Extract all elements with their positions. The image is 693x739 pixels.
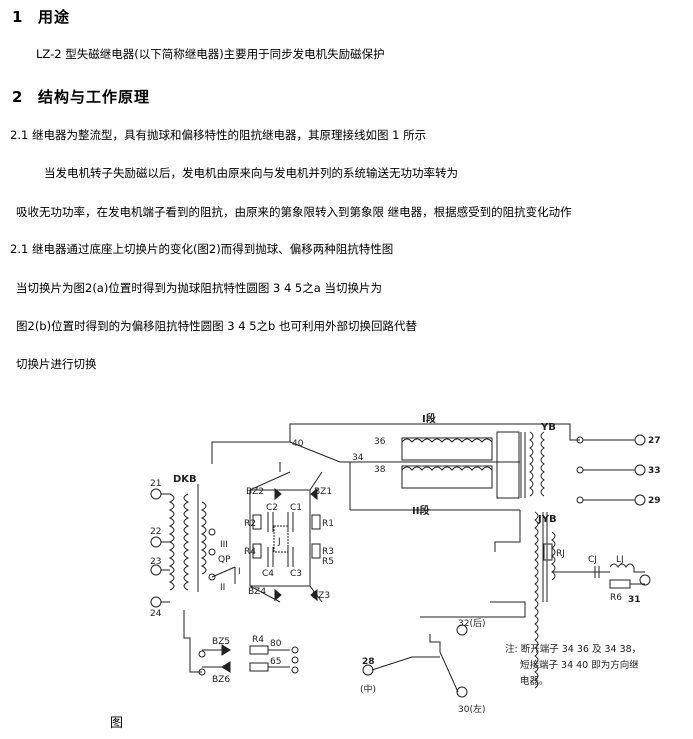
text-line-7: 切换片进行切换 <box>16 357 97 371</box>
label-II: II <box>220 583 225 593</box>
terminal-29 <box>634 494 646 506</box>
label-BZ6: BZ6 <box>212 675 230 685</box>
label-LJ: LJ <box>616 555 624 565</box>
figure-caption: 图 <box>110 716 124 731</box>
note-line-2: 短接端子 34 40 即为方向继 <box>520 659 639 671</box>
label-BZ5: BZ5 <box>212 637 230 647</box>
label-R3: R3 <box>322 547 334 557</box>
terminal-24-label: 24 <box>150 609 162 619</box>
text-line-5: 当切换片为图2(a)位置时得到为抛球阻抗特性圆图 3 4 5之a 当切换片为 <box>16 281 382 295</box>
section-1-number: 1 <box>12 8 24 26</box>
terminal-27 <box>634 434 646 446</box>
text-line-1: 2.1 继电器为整流型，具有抛球和偏移特性的阻抗继电器，其原理接线如图 1 所示 <box>10 128 427 142</box>
label-I: I <box>238 567 241 577</box>
terminal-30-label: 30(左) <box>458 703 485 715</box>
text-line-3: 吸收无功功率，在发电机端子看到的阻抗，由原来的第象限转入到第象限 继电器，根据感… <box>16 205 572 219</box>
label-C2: C2 <box>266 503 278 513</box>
label-R1: R1 <box>322 519 334 529</box>
terminal-38-label: 38 <box>374 465 386 475</box>
label-BZ4: BZ4 <box>248 587 266 597</box>
note-line-1: 注: 断开端子 34 36 及 34 38， <box>505 643 641 655</box>
label-BZ3: BZ3 <box>312 591 330 601</box>
terminal-36-label: 36 <box>374 437 386 447</box>
label-CJ: CJ <box>588 555 597 565</box>
terminal-32 <box>456 624 468 636</box>
terminal-33 <box>634 464 646 476</box>
section-1-title: 用途 <box>38 8 71 26</box>
circuit-diagram: I段 II段 YB JYB DKB QP III II I 21 22 23 2… <box>150 412 661 715</box>
label-section-I: I段 <box>422 412 436 425</box>
label-C3: C3 <box>290 569 302 579</box>
label-YB: YB <box>540 422 556 433</box>
paragraph-purpose: LZ-2 型失磁继电器(以下简称继电器)主要用于同步发电机失励磁保护 <box>36 47 385 61</box>
terminal-21-label: 21 <box>150 479 161 489</box>
terminal-27-label: 27 <box>648 436 661 446</box>
text-line-6: 图2(b)位置时得到的为偏移阻抗特性圆图 3 4 5之b 也可利用外部切换回路代… <box>16 319 417 333</box>
text-line-4: 2.1 继电器通过底座上切换片的变化(图2)而得到抛球、偏移两种阻抗特性图 <box>10 242 394 256</box>
label-section-II: II段 <box>412 504 429 517</box>
text-line-2: 当发电机转子失励磁以后，发电机由原来向与发电机并列的系统输送无功功率转为 <box>44 166 458 180</box>
section-1-heading: 1 用途 <box>12 6 70 27</box>
label-J: J <box>277 537 281 547</box>
terminal-34-label: 34 <box>352 453 364 463</box>
diagram-note: 注: 断开端子 34 36 及 34 38， 短接端子 34 40 即为方向继 … <box>505 643 641 687</box>
section-2-heading: 2 结构与工作原理 <box>12 86 150 107</box>
terminal-31 <box>639 574 651 586</box>
label-65: 65 <box>270 657 281 667</box>
label-R5: R5 <box>322 557 334 567</box>
label-DKB: DKB <box>173 474 197 485</box>
label-QP: QP <box>218 555 231 565</box>
terminal-mid-label: (中) <box>360 683 376 695</box>
terminal-22-label: 22 <box>150 527 161 537</box>
label-C1: C1 <box>290 503 302 513</box>
section-2-title: 结构与工作原理 <box>38 88 151 106</box>
label-RJ: RJ <box>556 549 565 559</box>
terminal-21 <box>150 488 162 500</box>
terminal-23-label: 23 <box>150 557 161 567</box>
section-2-number: 2 <box>12 88 24 106</box>
label-R4: R4 <box>244 547 256 557</box>
terminal-33-label: 33 <box>648 466 661 476</box>
label-C4: C4 <box>262 569 274 579</box>
terminal-30 <box>456 686 468 698</box>
label-BZ2: BZ2 <box>246 487 264 497</box>
terminal-22 <box>150 536 162 548</box>
label-III: III <box>220 540 228 550</box>
label-R2: R2 <box>244 519 256 529</box>
label-R4b: R4 <box>252 635 264 645</box>
terminal-40-label: 40 <box>292 439 304 449</box>
terminal-32-label: 32(后) <box>458 618 485 629</box>
terminal-29-label: 29 <box>648 496 661 506</box>
note-line-3: 电器。 <box>520 675 549 687</box>
label-JYB: JYB <box>537 514 557 525</box>
label-BZ1: BZ1 <box>314 487 332 497</box>
terminal-24 <box>150 596 162 608</box>
terminal-28-label: 28 <box>362 657 375 667</box>
terminal-31-label: 31 <box>628 595 641 605</box>
label-80: 80 <box>270 639 282 649</box>
label-R6: R6 <box>610 593 622 603</box>
